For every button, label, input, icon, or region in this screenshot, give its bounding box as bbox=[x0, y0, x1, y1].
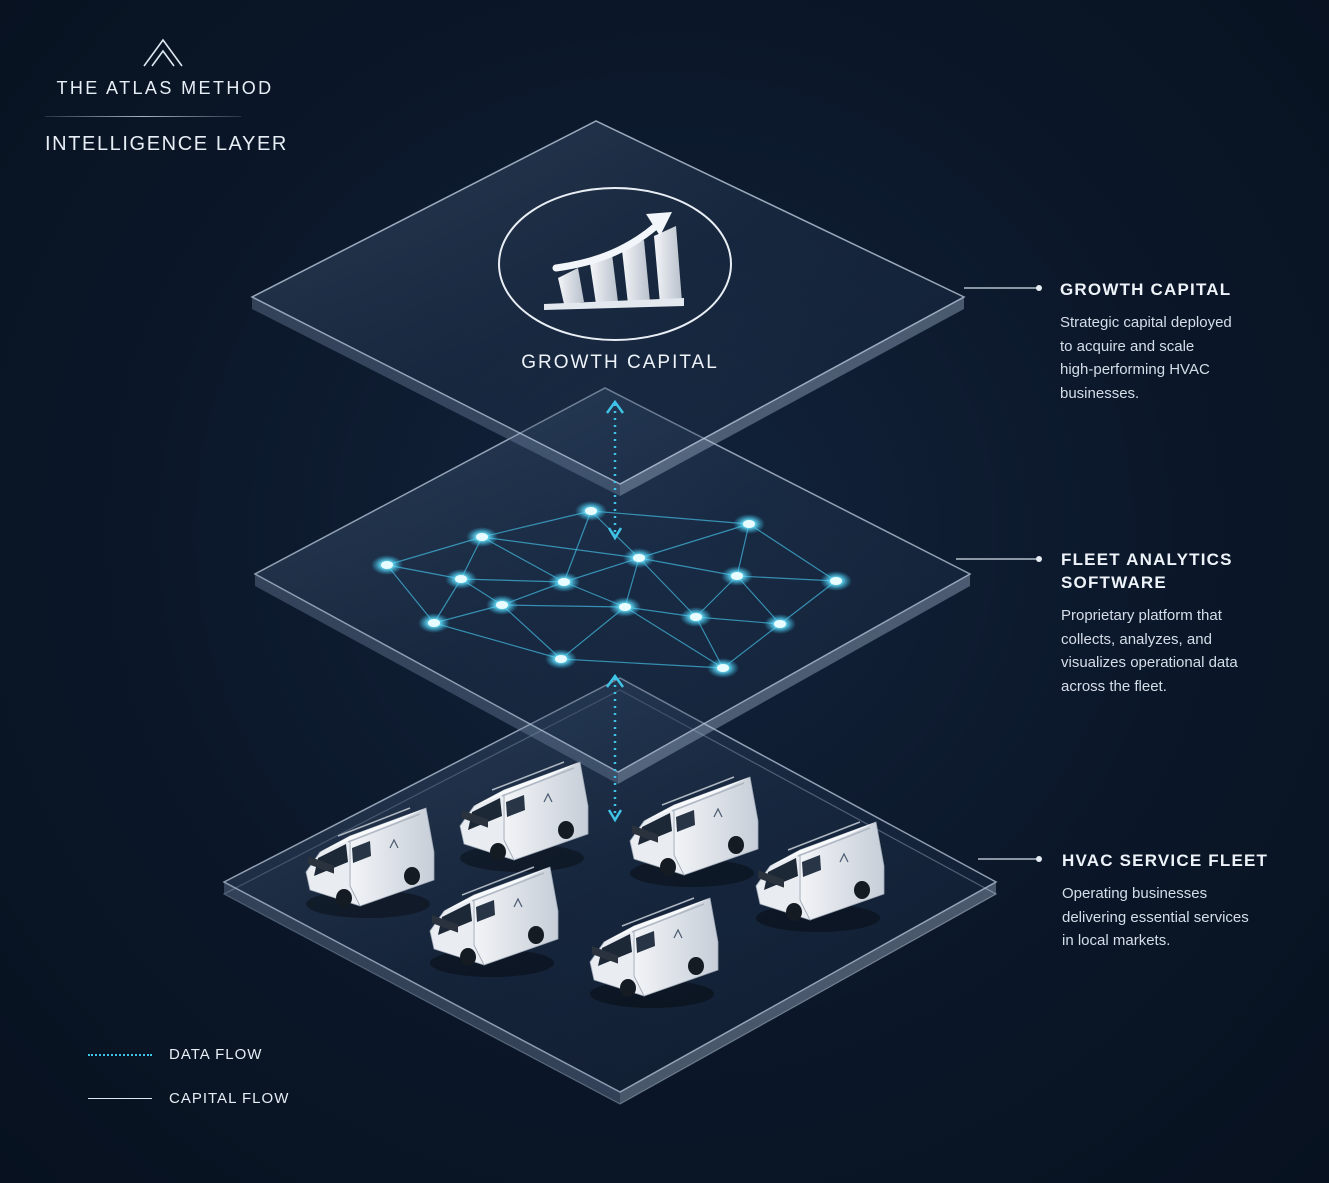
network-edge bbox=[638, 557, 697, 618]
brand-subtitle: INTELLIGENCE LAYER bbox=[45, 133, 288, 155]
network-node bbox=[476, 533, 488, 541]
network-edge bbox=[481, 536, 565, 583]
callout-description: Operating businesses delivering essentia… bbox=[1062, 885, 1249, 949]
network-edge bbox=[736, 575, 837, 582]
brand-divider bbox=[45, 116, 241, 117]
callout-title: HVAC SERVICE FLEET bbox=[1062, 851, 1269, 870]
network-edge bbox=[501, 604, 562, 660]
network-edge bbox=[563, 510, 592, 583]
callout-title-line2: SOFTWARE bbox=[1061, 573, 1167, 592]
data-flow-arrows bbox=[605, 399, 625, 823]
network-edge bbox=[386, 536, 483, 566]
analytics-plate bbox=[253, 387, 972, 784]
network-edge bbox=[748, 523, 837, 582]
network-edge bbox=[481, 536, 640, 559]
callout-description: Strategic capital deployed to acquire an… bbox=[1060, 314, 1232, 402]
legend-data-flow: DATA FLOW bbox=[88, 1046, 262, 1063]
van-icon bbox=[755, 821, 885, 932]
network-edge bbox=[460, 578, 565, 583]
network-node bbox=[743, 520, 755, 528]
network-node bbox=[455, 575, 467, 583]
legend-solid-line bbox=[88, 1098, 152, 1099]
network-node bbox=[428, 619, 440, 627]
brand-title: THE ATLAS METHOD bbox=[56, 78, 274, 98]
network-node bbox=[619, 603, 631, 611]
callout-growth-capital: GROWTH CAPITAL Strategic capital deploye… bbox=[1060, 278, 1310, 405]
callout-title: GROWTH CAPITAL bbox=[1060, 280, 1232, 299]
van-group bbox=[305, 761, 885, 1008]
analytics-plate-top bbox=[253, 387, 972, 773]
network-edge bbox=[433, 622, 562, 660]
network-edge bbox=[560, 658, 724, 669]
network-node bbox=[633, 554, 645, 562]
network-node bbox=[774, 620, 786, 628]
network-node bbox=[830, 577, 842, 585]
van-icon bbox=[429, 866, 559, 977]
atlas-logo-icon bbox=[143, 38, 183, 67]
network-edge bbox=[590, 510, 750, 525]
fleet-plate bbox=[222, 677, 998, 1105]
network-edge bbox=[560, 606, 626, 660]
van-icon bbox=[629, 776, 759, 887]
growth-chart-icon bbox=[498, 187, 732, 341]
network-node bbox=[558, 578, 570, 586]
network-edge bbox=[638, 523, 750, 559]
network-edge bbox=[501, 604, 626, 608]
legend-capital-flow: CAPITAL FLOW bbox=[88, 1090, 289, 1107]
fleet-plate-top bbox=[222, 677, 998, 1093]
callout-fleet-analytics: FLEET ANALYTICS SOFTWARE Proprietary pla… bbox=[1061, 548, 1311, 698]
network-node bbox=[690, 613, 702, 621]
van-icon bbox=[305, 807, 435, 918]
network-edge bbox=[624, 606, 724, 669]
network-node bbox=[555, 655, 567, 663]
callout-connectors bbox=[956, 285, 1042, 862]
callout-hvac-fleet: HVAC SERVICE FLEET Operating businesses … bbox=[1062, 849, 1312, 953]
legend-dotted-line bbox=[88, 1053, 152, 1056]
network-node bbox=[496, 601, 508, 609]
network-nodes-icon bbox=[371, 501, 852, 678]
network-edge bbox=[638, 557, 738, 577]
callout-description: Proprietary platform that collects, anal… bbox=[1061, 607, 1238, 695]
van-icon bbox=[589, 897, 719, 1008]
callout-title: FLEET ANALYTICS bbox=[1061, 550, 1233, 569]
van-icon bbox=[459, 761, 589, 872]
growth-capital-plate-label: GROWTH CAPITAL bbox=[521, 352, 719, 373]
network-node bbox=[381, 561, 393, 569]
growth-capital-plate bbox=[250, 120, 966, 496]
network-edge bbox=[386, 564, 435, 624]
network-node bbox=[731, 572, 743, 580]
network-node bbox=[585, 507, 597, 515]
network-node bbox=[717, 664, 729, 672]
network-edge bbox=[481, 510, 592, 538]
